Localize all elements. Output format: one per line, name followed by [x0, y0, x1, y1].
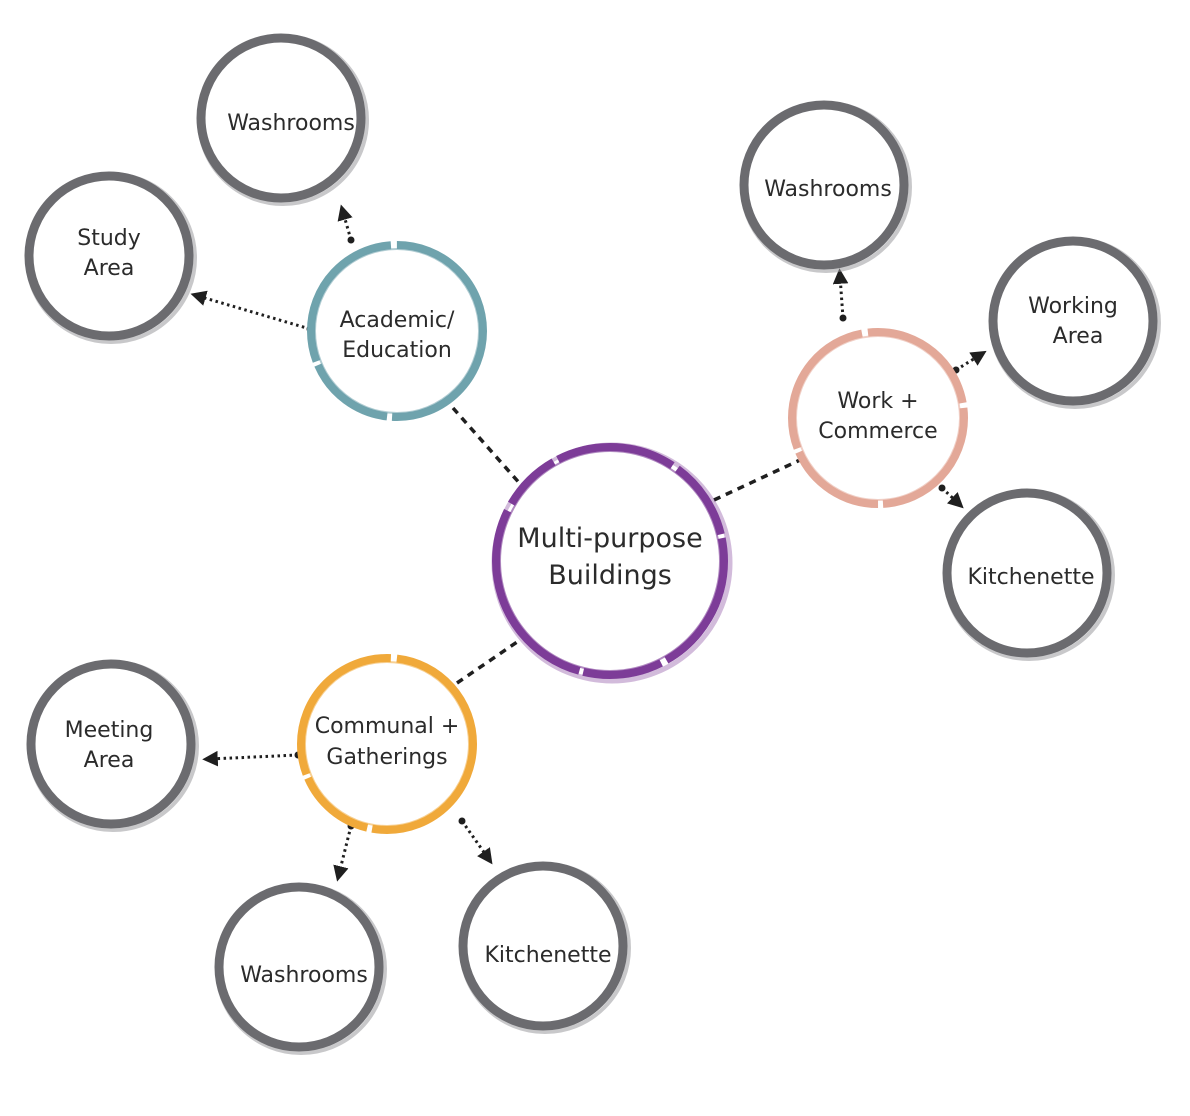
hub-label-line2: Gatherings — [326, 745, 447, 770]
center-ring — [492, 443, 728, 679]
hub-academic-education: Academic/ Education — [307, 241, 487, 421]
leaf-ring — [458, 861, 628, 1031]
hub-ring — [297, 654, 477, 834]
leaf-label-line2: Area — [84, 748, 135, 773]
hub-label-line1: Communal + — [315, 714, 460, 739]
leaf-communal-kitchenette: Kitchenette — [458, 861, 631, 1034]
leaf-ring — [214, 882, 384, 1052]
hub-label-line1: Academic/ — [340, 308, 455, 333]
connector-center-academic — [451, 406, 524, 488]
leaf-label-line1: Washrooms — [227, 111, 355, 136]
hub-ring-inner — [795, 335, 961, 501]
leaf-label-line1: Kitchenette — [967, 565, 1094, 590]
leaf-ring — [942, 488, 1112, 658]
branch-work-working — [955, 350, 987, 372]
leaf-academic-washrooms: Washrooms — [196, 33, 369, 206]
hub-communal-gatherings: Communal + Gatherings — [297, 654, 477, 834]
leaf-label-line1: Working — [1028, 294, 1118, 319]
leaf-ring — [196, 33, 366, 203]
leaf-label-line1: Washrooms — [764, 177, 892, 202]
leaf-ring — [24, 171, 194, 341]
leaf-work-working-area: Working Area — [988, 236, 1161, 409]
leaf-label-line1: Kitchenette — [484, 943, 611, 968]
branch-work-kitchenette — [940, 486, 964, 509]
leaf-work-washrooms: Washrooms — [739, 100, 912, 273]
leaf-label-line2: Area — [1053, 324, 1104, 349]
leaf-academic-study-area: Study Area — [24, 171, 197, 344]
leaf-ring — [26, 659, 196, 829]
branch-work-washrooms — [832, 268, 849, 319]
hub-label-line2: Education — [342, 338, 452, 363]
leaf-communal-washrooms: Washrooms — [214, 882, 387, 1055]
hub-label-line2: Commerce — [818, 419, 937, 444]
center-label-line2: Buildings — [548, 560, 672, 591]
leaf-work-kitchenette: Kitchenette — [942, 488, 1115, 661]
branch-communal-meeting — [202, 750, 299, 767]
leaf-label-line1: Study — [77, 226, 141, 251]
leaf-label-line1: Washrooms — [240, 963, 368, 988]
connector-center-work — [713, 458, 801, 502]
branch-academic-study — [190, 290, 311, 331]
leaf-ring — [988, 236, 1158, 406]
branch-communal-washrooms — [333, 825, 353, 882]
hub-connectors — [451, 406, 801, 685]
leaf-ring — [739, 100, 909, 270]
leaf-communal-meeting-area: Meeting Area — [26, 659, 199, 832]
hub-ring-inner — [314, 248, 480, 414]
hub-label-line1: Work + — [837, 389, 918, 414]
branch-academic-washrooms — [337, 204, 353, 241]
branch-communal-kitchenette — [460, 820, 493, 865]
hub-ring-inner — [304, 661, 470, 827]
leaf-label-line1: Meeting — [65, 718, 154, 743]
center-node: Multi-purpose Buildings — [491, 442, 733, 684]
leaf-label-line2: Area — [84, 256, 135, 281]
connector-center-communal — [456, 638, 521, 685]
center-ring-inner — [499, 450, 721, 672]
hub-ring — [307, 241, 487, 421]
hub-ring — [788, 328, 968, 508]
center-label-line1: Multi-purpose — [517, 523, 702, 554]
hub-work-commerce: Work + Commerce — [788, 328, 968, 508]
